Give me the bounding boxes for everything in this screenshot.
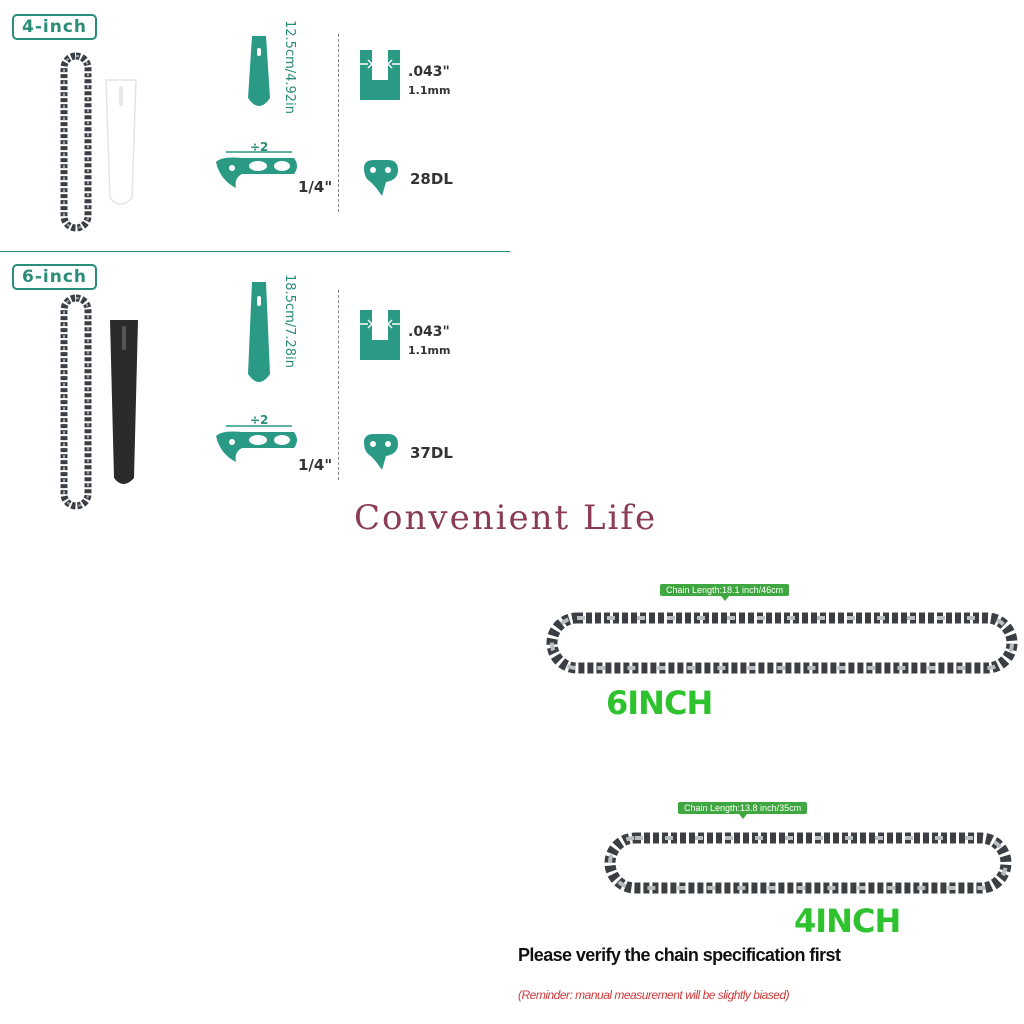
chain-length-label-4inch: Chain Length:13.8 inch/35cm — [678, 802, 808, 819]
size-label-4inch: 4INCH — [794, 902, 901, 940]
spec-divider-6inch — [338, 290, 339, 480]
chain-length-label-6inch: Chain Length:18.1 inch/46cm — [660, 584, 790, 601]
ratio-label-4inch: ÷2 — [250, 140, 269, 154]
size-badge-6inch: 6-inch — [12, 264, 97, 290]
ratio-label-6inch: ÷2 — [250, 413, 269, 427]
pitch-label-4inch: 1/4" — [298, 178, 333, 196]
watermark: Convenient Life — [354, 498, 658, 538]
gauge-mm-4inch: 1.1mm — [408, 84, 451, 97]
gauge-icon-6inch — [360, 310, 400, 360]
drive-link-icon-6inch — [364, 434, 398, 470]
drive-link-icon-4inch — [364, 160, 398, 196]
gauge-value-4inch: .043" — [408, 64, 450, 80]
size-badge-4inch: 4-inch — [12, 14, 97, 40]
spec-divider-4inch — [338, 34, 339, 212]
pitch-icon-4inch — [216, 151, 297, 188]
chain-photo-6inch — [546, 612, 1018, 674]
chain-loop-6inch — [60, 294, 92, 510]
pitch-icon-6inch — [216, 425, 297, 462]
guide-bar-4inch — [105, 79, 137, 205]
gauge-icon-4inch — [360, 50, 400, 100]
drive-links-4inch: 28DL — [410, 170, 453, 188]
guide-bar-6inch — [110, 320, 138, 484]
chain-photo-4inch — [604, 832, 1012, 894]
bar-length-icon-4inch — [248, 36, 270, 106]
bar-length-4inch: 12.5cm/4.92in — [282, 20, 297, 114]
drive-links-6inch: 37DL — [410, 444, 453, 462]
bar-length-icon-6inch — [248, 282, 270, 382]
reminder-note: (Reminder: manual measurement will be sl… — [518, 988, 790, 1002]
size-label-6inch: 6INCH — [606, 684, 713, 722]
gauge-mm-6inch: 1.1mm — [408, 344, 451, 357]
section-divider — [0, 251, 510, 252]
bar-length-6inch: 18.5cm/7.28in — [282, 274, 297, 368]
pitch-label-6inch: 1/4" — [298, 456, 333, 474]
verify-notice: Please verify the chain specification fi… — [518, 945, 841, 965]
gauge-value-6inch: .043" — [408, 324, 450, 340]
chain-loop-4inch — [60, 52, 92, 232]
